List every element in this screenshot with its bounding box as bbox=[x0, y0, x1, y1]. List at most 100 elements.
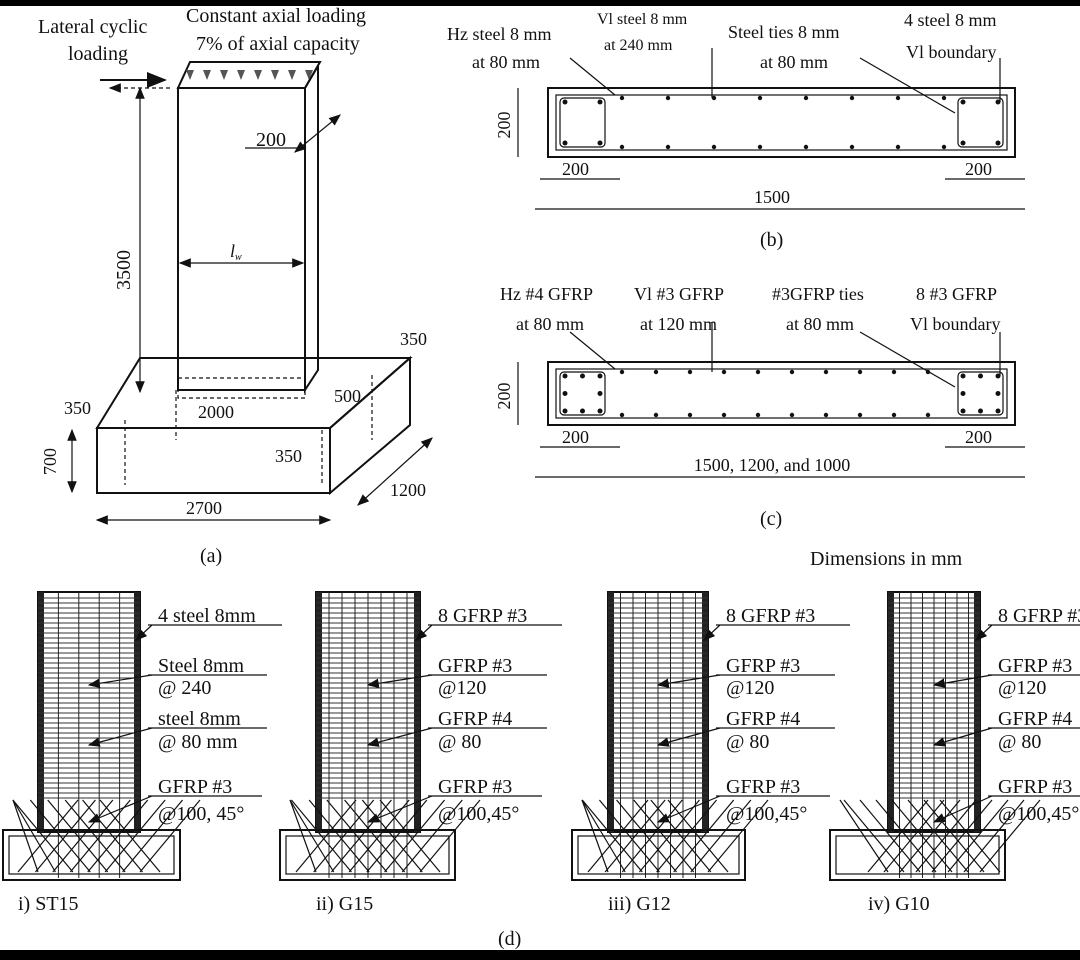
caption-c: (c) bbox=[760, 508, 782, 530]
dim-350-left: 350 bbox=[64, 398, 91, 418]
dim-200-vertical: 200 bbox=[494, 383, 514, 410]
label-horizontal-bars: GFRP #4 bbox=[438, 708, 512, 730]
units-note: Dimensions in mm bbox=[810, 548, 963, 570]
label-horizontal-spacing: @ 80 bbox=[726, 731, 769, 753]
rebar-dot bbox=[995, 99, 1001, 105]
rebar-dot bbox=[619, 369, 625, 375]
hz-label: Hz #4 GFRP bbox=[500, 284, 593, 304]
load-arrow-icon bbox=[254, 70, 262, 80]
rebar-dot bbox=[597, 140, 603, 146]
rebar-dot bbox=[755, 412, 761, 418]
label-diagonal-bars: GFRP #3 bbox=[726, 776, 800, 798]
dim-350-front: 350 bbox=[275, 446, 302, 466]
dim-height: 3500 bbox=[113, 250, 135, 290]
dim-1200: 1200 bbox=[390, 480, 426, 500]
rebar-dot bbox=[597, 99, 603, 105]
rebar-dot bbox=[562, 408, 568, 414]
label-horizontal-bars: steel 8mm bbox=[158, 708, 241, 730]
label-vertical-spacing: @120 bbox=[726, 677, 774, 699]
ties-label: #3GFRP ties bbox=[772, 284, 864, 304]
rebar-dot bbox=[619, 95, 625, 101]
rebar-dot bbox=[562, 99, 568, 105]
rebar-dot bbox=[941, 95, 947, 101]
dim-200-left: 200 bbox=[562, 159, 589, 179]
boundary-tie bbox=[957, 371, 1004, 416]
label-horizontal-bars: GFRP #4 bbox=[726, 708, 800, 730]
ties-label-2: at 80 mm bbox=[786, 314, 854, 334]
dim-2000: 2000 bbox=[198, 402, 234, 422]
rebar-dot bbox=[619, 144, 625, 150]
wall-section-outline bbox=[547, 87, 1016, 158]
ties-label-2: at 80 mm bbox=[760, 52, 828, 72]
rebar-dot bbox=[995, 140, 1001, 146]
rebar-dot bbox=[960, 391, 966, 396]
rebar-dot bbox=[960, 99, 966, 105]
label-boundary-bars: 8 GFRP #3 bbox=[726, 605, 815, 627]
caption-b: (b) bbox=[760, 229, 783, 251]
rebar-dot bbox=[803, 144, 809, 150]
dim-length: 1500, 1200, and 1000 bbox=[694, 455, 851, 475]
rebar-dot bbox=[687, 412, 693, 418]
dim-lw: lw bbox=[230, 241, 242, 263]
label-vertical-spacing: @ 240 bbox=[158, 677, 211, 699]
label-vertical-bars: Steel 8mm bbox=[158, 655, 245, 677]
wall-specimen-name: ii) G15 bbox=[316, 893, 373, 915]
rebar-dot bbox=[619, 412, 625, 418]
load-arrow-icon bbox=[220, 70, 228, 80]
dim-200-right: 200 bbox=[965, 427, 992, 447]
rebar-dot bbox=[653, 369, 659, 375]
boundary-label: 4 steel 8 mm bbox=[904, 10, 997, 30]
vl-label-2: at 120 mm bbox=[640, 314, 717, 334]
wall-specimen-name: iii) G12 bbox=[608, 893, 671, 915]
load-arrow-icon bbox=[203, 70, 211, 80]
rebar-dot bbox=[960, 373, 966, 379]
rebar-dot bbox=[857, 369, 863, 375]
dim-length: 1500 bbox=[754, 187, 790, 207]
rebar-dot bbox=[789, 412, 795, 418]
label-boundary-bars: 8 GFRP #3 bbox=[438, 605, 527, 627]
ties-label: Steel ties 8 mm bbox=[728, 22, 840, 42]
bottom-black-bar bbox=[0, 950, 1080, 960]
label-vertical-spacing: @120 bbox=[438, 677, 486, 699]
rebar-dot bbox=[597, 408, 603, 414]
vl-label: Vl #3 GFRP bbox=[634, 284, 724, 304]
rebar-dot bbox=[895, 95, 901, 101]
rebar-dot bbox=[597, 391, 603, 396]
rebar-dot bbox=[711, 95, 717, 101]
boundary-tie bbox=[957, 97, 1004, 148]
dim-350-top: 350 bbox=[400, 329, 427, 349]
label-horizontal-bars: GFRP #4 bbox=[998, 708, 1072, 730]
boundary-label-2: Vl boundary bbox=[910, 314, 1000, 334]
boundary-tie bbox=[559, 97, 606, 148]
rebar-dot bbox=[960, 140, 966, 146]
rebar-dot bbox=[925, 412, 931, 418]
panel-b-steel-section: Hz steel 8 mm at 80 mm Vl steel 8 mm at … bbox=[447, 10, 1025, 251]
label-diagonal-bars: GFRP #3 bbox=[998, 776, 1072, 798]
dim-700: 700 bbox=[40, 448, 60, 475]
label-diagonal-bars: GFRP #3 bbox=[158, 776, 232, 798]
rebar-dot bbox=[995, 391, 1001, 396]
rebar-dot bbox=[562, 373, 568, 379]
rebar-dot bbox=[789, 369, 795, 375]
load-arrow-icon bbox=[186, 70, 194, 80]
rebar-dot bbox=[665, 144, 671, 150]
rebar-dot bbox=[891, 412, 897, 418]
label-horizontal-spacing: @ 80 bbox=[438, 731, 481, 753]
thickness-dim-line bbox=[294, 114, 341, 153]
panel-a-isometric-wall: Lateral cyclic loading Constant axial lo… bbox=[38, 5, 433, 567]
rebar-dot bbox=[941, 144, 947, 150]
rebar-dot bbox=[580, 373, 585, 379]
rebar-dot bbox=[757, 144, 763, 150]
load-arrow-icon bbox=[271, 70, 279, 80]
rebar-dot bbox=[653, 412, 659, 418]
wall-side-face bbox=[304, 62, 319, 394]
rebar-dot bbox=[823, 412, 829, 418]
caption-a: (a) bbox=[200, 545, 222, 567]
horizontal-bar-outline bbox=[555, 94, 1008, 151]
rebar-dot bbox=[757, 95, 763, 101]
label-horizontal-spacing: @ 80 bbox=[998, 731, 1041, 753]
